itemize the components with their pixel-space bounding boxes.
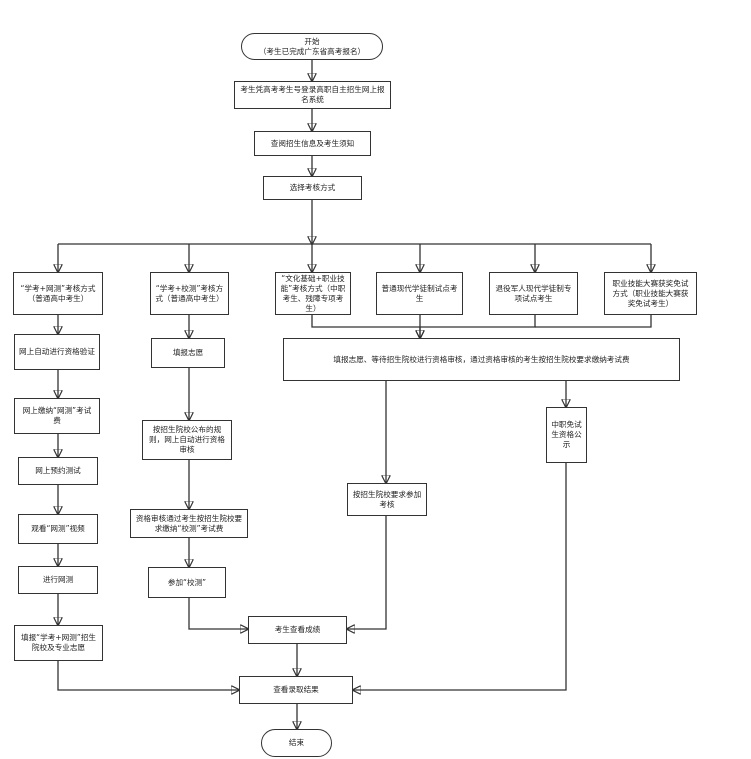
node-end: 结束 [261, 729, 332, 757]
edge-e1-merge [420, 315, 536, 328]
node-b2: 填报志愿 [151, 338, 225, 368]
node-login: 考生凭高考考生号登录高职自主招生网上报名系统 [234, 81, 391, 109]
node-b1: “学考+校测”考核方式（普通高中考生） [150, 272, 229, 315]
node-f1: 职业技能大赛获奖免试方式（职业技能大赛获奖免试考生） [604, 272, 697, 315]
node-a5: 观看“网测”视频 [18, 514, 98, 544]
node-b5: 参加“校测” [148, 567, 226, 598]
node-m2: 按招生院校要求参加考核 [347, 483, 427, 516]
node-a1: “学考+网测”考核方式（普通高中考生） [13, 272, 103, 315]
node-result: 查看录取结果 [239, 676, 353, 704]
node-a3: 网上缴纳“网测”考试费 [14, 398, 100, 434]
node-merge: 填报志愿、等待招生院校进行资格审核，通过资格审核的考生按招生院校要求缴纳考试费 [283, 338, 680, 381]
node-a2: 网上自动进行资格验证 [14, 334, 100, 370]
node-score: 考生查看成绩 [248, 616, 347, 644]
edge-m2-score [347, 516, 387, 629]
node-info: 查阅招生信息及考生须知 [254, 131, 371, 156]
node-start: 开始 （考生已完成广东省高考报名） [241, 33, 383, 60]
node-d1: 普通现代学徒制试点考生 [376, 272, 463, 315]
node-a4: 网上预约测试 [18, 457, 98, 485]
node-b3: 按招生院校公布的规则，网上自动进行资格审核 [142, 420, 232, 460]
node-c1: “文化基础+职业技能”考核方式（中职考生、残障专项考生） [275, 272, 351, 315]
node-choose: 选择考核方式 [263, 176, 362, 200]
edge-c1-merge [311, 315, 420, 338]
node-e1: 退役军人现代学徒制专项试点考生 [489, 272, 578, 315]
node-a6: 进行网测 [18, 566, 98, 594]
node-b4: 资格审核通过考生按招生院校要求缴纳“校测”考试费 [130, 509, 248, 538]
node-f2: 中职免试生资格公示 [546, 407, 587, 463]
edge-a7-result [57, 661, 239, 690]
node-a7: 填报“学考+网测”招生院校及专业志愿 [14, 625, 103, 661]
edge-b5-score [188, 598, 248, 629]
edge-f1-merge [535, 315, 652, 328]
